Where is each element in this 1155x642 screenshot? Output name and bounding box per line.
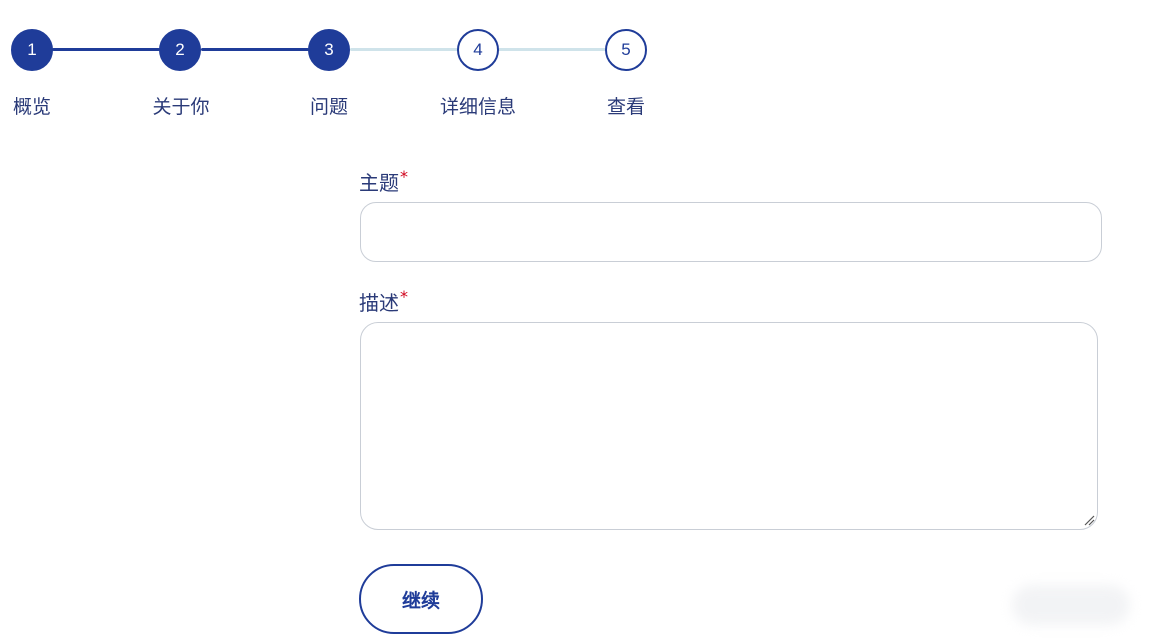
step-connector-2-3 [201,48,309,51]
subject-input[interactable] [360,202,1102,262]
subject-label-text: 主题 [359,171,399,195]
required-asterisk: * [400,167,408,186]
step-5-circle: 5 [605,29,647,71]
blurred-floating-widget [1012,585,1130,625]
description-textarea[interactable] [360,322,1098,530]
required-asterisk: * [400,287,408,306]
continue-button[interactable]: 继续 [359,564,483,634]
step-2-label: 关于你 [152,96,210,118]
step-connector-3-4 [350,48,458,51]
step-1-label: 概览 [12,96,52,118]
step-connector-1-2 [52,48,160,51]
step-1-circle[interactable]: 1 [11,29,53,71]
step-connector-4-5 [498,48,606,51]
description-label: 描述* [359,287,408,316]
progress-stepper: 1 2 3 4 5 概览 关于你 问题 详细信息 查看 [0,0,700,130]
step-3-label: 问题 [309,96,349,118]
step-3-circle[interactable]: 3 [308,29,350,71]
resize-handle-icon[interactable] [1083,514,1095,526]
step-5-label: 查看 [606,96,646,118]
step-4-label: 详细信息 [439,96,517,118]
subject-label: 主题* [359,167,408,196]
step-2-circle[interactable]: 2 [159,29,201,71]
step-4-circle: 4 [457,29,499,71]
description-label-text: 描述 [359,291,399,315]
